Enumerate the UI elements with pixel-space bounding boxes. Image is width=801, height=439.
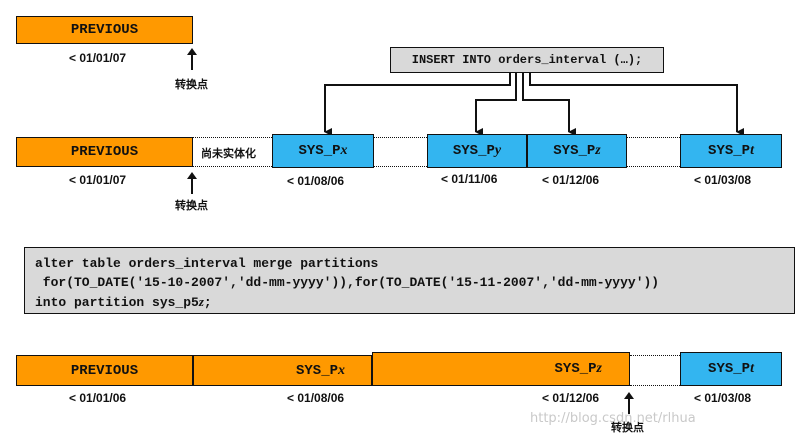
conversion-arrow-3 [624,392,634,414]
previous-date-3: < 01/01/06 [69,391,127,405]
unmaterialized-gap-1 [193,137,272,167]
previous-partition-1: PREVIOUS [16,16,193,44]
previous-label-3: PREVIOUS [70,362,139,379]
py-suffix: y [494,143,502,158]
row3-px-suffix: x [338,362,345,378]
watermark: http://blog.csdn.net/rlhua [530,411,696,426]
row3-pz-date: < 01/12/06 [542,391,600,405]
previous-date-2: < 01/01/07 [69,173,127,187]
arrow-to-py [475,73,517,136]
conversion-point-label-2: 转换点 [175,200,208,212]
previous-label-1: PREVIOUS [70,22,139,38]
pz-date: < 01/12/06 [542,173,600,187]
pt-name: SYS_P [708,143,751,159]
merge-sql-line-2: for(TO_DATE('15-10-2007','dd-mm-yyyy')),… [35,275,660,290]
arrow-to-pt [529,73,744,136]
conversion-arrow-2 [187,172,197,194]
merge-sql-line-1: alter table orders_interval merge partit… [35,256,379,271]
arrow-to-pz [522,73,576,136]
row3-px-name: SYS_P [295,362,338,379]
arrow-to-px [324,73,511,136]
insert-statement: INSERT INTO orders_interval (…); [411,53,643,67]
insert-statement-box: INSERT INTO orders_interval (…); [390,47,664,73]
merge-sql-box: alter table orders_interval merge partit… [24,247,795,314]
row3-pt-name: SYS_P [708,361,751,377]
merge-sql-line-3: into partition sys_p5z; [35,292,794,312]
previous-partition-2: PREVIOUS [16,137,193,167]
px-date: < 01/08/06 [287,174,345,188]
unmaterialized-gap-4 [630,355,680,386]
pt-date: < 01/03/08 [694,173,752,187]
pt-suffix: t [750,143,754,158]
px-suffix: x [340,143,348,158]
merge-sql-line-3a: into partition sys_p5 [35,295,199,310]
row3-pz-suffix: z [596,361,602,376]
pz-suffix: z [595,143,601,158]
py-date: < 01/11/06 [441,172,498,186]
previous-partition-3: PREVIOUS [16,355,193,386]
previous-label-2: PREVIOUS [70,144,139,160]
unmaterialized-gap-2 [374,137,427,167]
py-name: SYS_P [452,143,495,159]
row3-px-date: < 01/08/06 [287,391,345,405]
row3-pt-date: < 01/03/08 [694,391,752,405]
row3-pz-name: SYS_P [554,361,597,377]
conversion-arrow-1 [187,48,197,70]
merge-sql-line-3c: ; [203,295,212,310]
px-name: SYS_P [298,143,341,159]
unmaterialized-gap-3 [627,137,680,167]
previous-date-1: < 01/01/07 [69,51,127,65]
merge-sql-line-3b: z [198,294,204,309]
not-materialized-label: 尚未实体化 [201,148,256,160]
row3-pt-suffix: t [750,361,754,376]
conversion-point-label-3: 转换点 [611,422,644,434]
conversion-point-label-1: 转换点 [175,79,208,91]
pz-name: SYS_P [553,143,596,159]
